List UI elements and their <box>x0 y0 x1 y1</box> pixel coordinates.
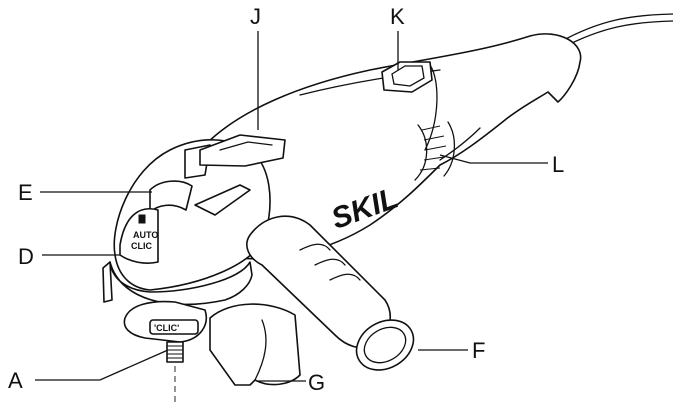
clic-flange-text: 'CLIC' <box>154 323 179 333</box>
label-f: F <box>472 338 485 363</box>
protection-guard <box>209 303 301 386</box>
part-labels: A D E F G J K L <box>8 4 564 395</box>
label-a: A <box>8 368 23 393</box>
ventilation-switch <box>199 134 286 167</box>
label-g: G <box>308 370 325 395</box>
spindle-assembly: 'CLIC' <box>102 261 207 406</box>
label-k: K <box>390 4 405 29</box>
leader-lines <box>35 31 548 382</box>
auxiliary-handle <box>246 215 415 371</box>
clic-label: CLIC <box>131 241 152 251</box>
power-cord <box>559 13 673 49</box>
gear-head: AUTO CLIC <box>109 139 271 306</box>
lock-icon <box>138 214 146 224</box>
on-off-switch <box>381 61 433 93</box>
label-j: J <box>250 4 261 29</box>
label-e: E <box>18 180 33 205</box>
label-l: L <box>552 152 564 177</box>
auto-label: AUTO <box>133 230 158 240</box>
label-d: D <box>18 244 34 269</box>
